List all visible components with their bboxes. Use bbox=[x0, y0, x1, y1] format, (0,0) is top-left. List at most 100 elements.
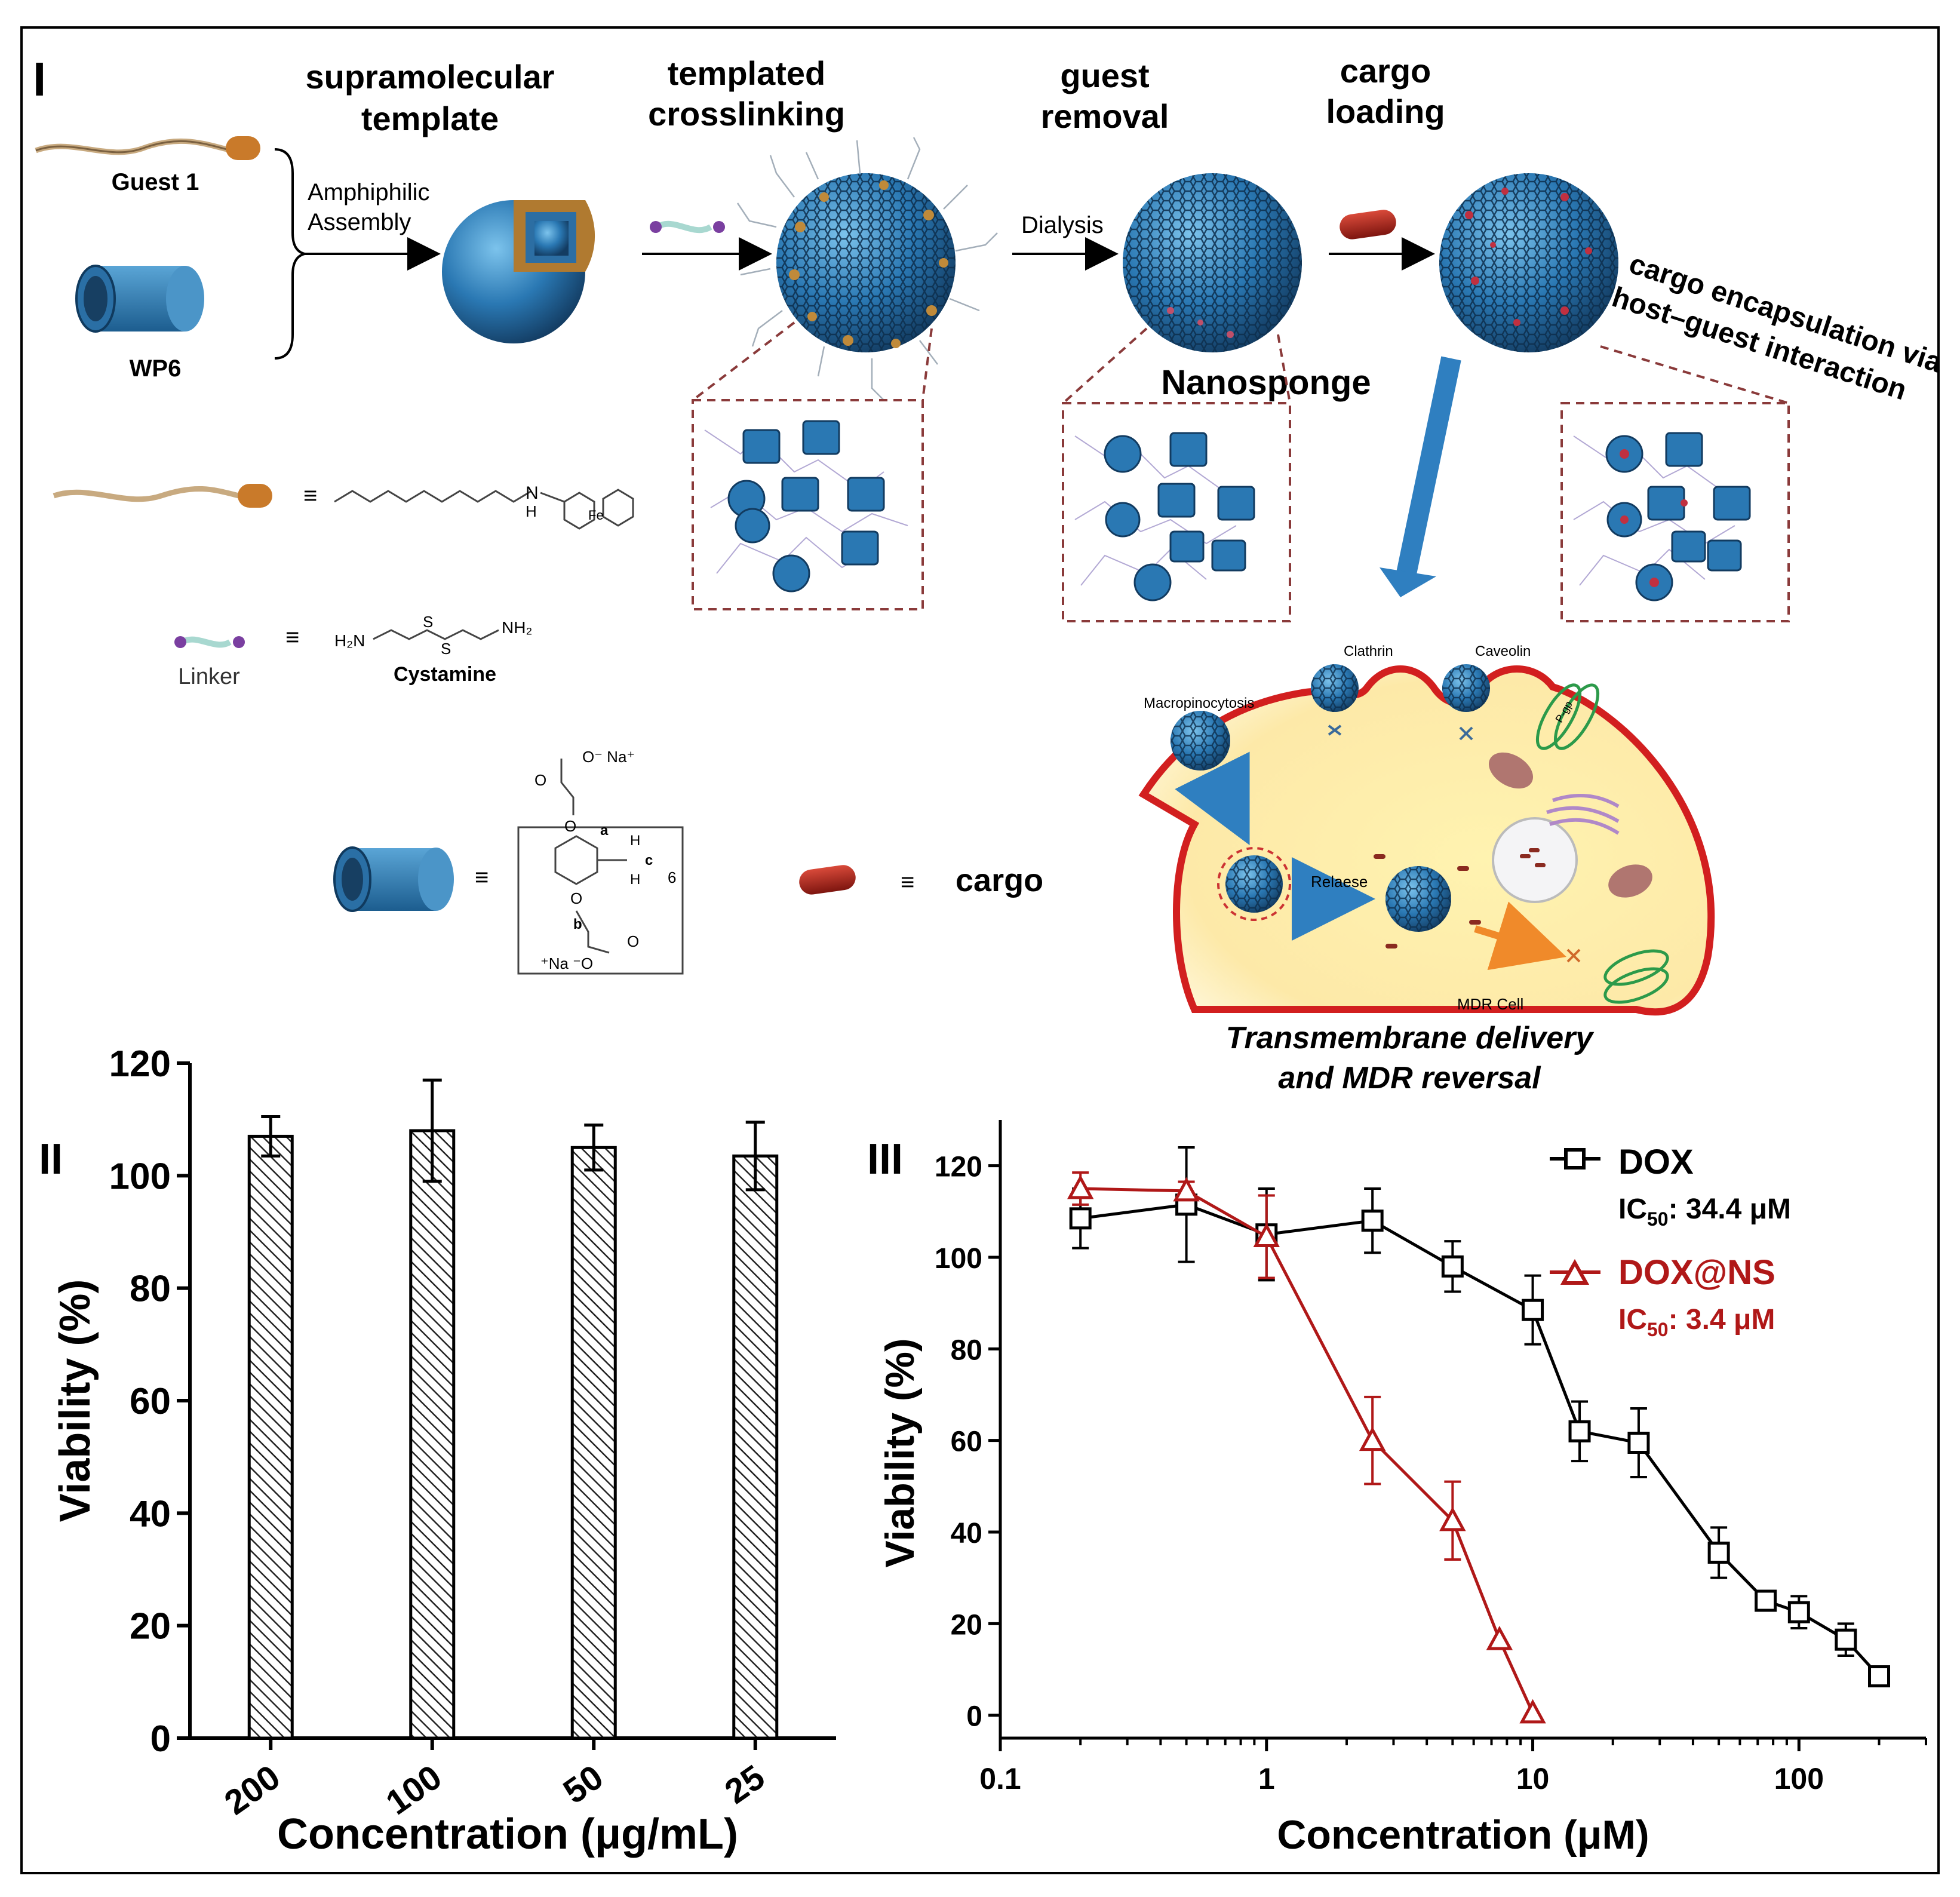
wp6-a-label: a bbox=[600, 822, 609, 839]
zoom-network-3 bbox=[1573, 432, 1751, 601]
heading-guest: guest bbox=[1060, 57, 1149, 94]
guest-n-label: N bbox=[526, 483, 539, 503]
line-y-tick-label: 120 bbox=[935, 1152, 982, 1183]
delivery-arrow-head bbox=[1380, 567, 1436, 597]
data-point-triangle bbox=[1173, 1177, 1200, 1202]
guest-h-label: H bbox=[526, 502, 537, 520]
cystamine-s2: S bbox=[441, 640, 451, 658]
data-point-triangle bbox=[1439, 1506, 1466, 1531]
legend-dox-name: DOX bbox=[1618, 1143, 1694, 1181]
line-chart-marks bbox=[1067, 1146, 1891, 1724]
line-x-tick-label: 100 bbox=[1774, 1762, 1824, 1795]
zoom-network-1 bbox=[704, 420, 908, 593]
wp6-subscript: 6 bbox=[668, 868, 676, 886]
bar-y-tick-label: 80 bbox=[130, 1269, 171, 1310]
crosslinked-sphere-icon bbox=[736, 137, 998, 401]
template-sphere-icon bbox=[442, 200, 595, 343]
bar bbox=[409, 1129, 456, 1740]
cystamine-h2n: H₂N bbox=[334, 631, 365, 650]
wp6-anion-bottom: ⁺Na ⁻O bbox=[540, 954, 593, 972]
heading-supramolecular: supramolecular bbox=[305, 58, 554, 96]
wp6-o-3: O bbox=[570, 889, 582, 907]
line-y-tick-label: 20 bbox=[951, 1609, 982, 1641]
bar-y-tick-label: 40 bbox=[130, 1493, 171, 1534]
data-point-square bbox=[1568, 1420, 1591, 1442]
data-point-square bbox=[1361, 1210, 1384, 1232]
legend-dox-ic50: IC50: 34.4 μM bbox=[1618, 1193, 1791, 1230]
wp6-o-2: O bbox=[564, 817, 576, 835]
line-y-tick-label: 40 bbox=[951, 1518, 982, 1549]
data-point-square bbox=[1787, 1601, 1810, 1623]
wp6-c-label: c bbox=[645, 852, 653, 868]
wp6-h-1: H bbox=[630, 833, 640, 849]
release-label: Relaese bbox=[1311, 873, 1368, 891]
linker-label: Linker bbox=[178, 664, 240, 689]
bar-x-tick-label: 50 bbox=[557, 1757, 610, 1811]
bar-y-tick-label: 60 bbox=[130, 1381, 171, 1422]
data-point-triangle bbox=[1067, 1174, 1094, 1199]
line-y-tick-label: 80 bbox=[951, 1334, 982, 1366]
cargo-legend-label: cargo bbox=[956, 862, 1043, 898]
nanosponge-sphere-icon bbox=[1123, 173, 1302, 352]
bar bbox=[247, 1134, 294, 1740]
data-point-square bbox=[1069, 1207, 1092, 1230]
dialysis-label: Dialysis bbox=[1021, 212, 1104, 238]
bar bbox=[570, 1146, 617, 1740]
bar-y-tick-label: 120 bbox=[109, 1043, 171, 1085]
heading-cargo: cargo bbox=[1340, 52, 1431, 90]
nanosponge-label: Nanosponge bbox=[1161, 363, 1371, 402]
cargo-capsule-icon bbox=[1340, 210, 1396, 240]
delivery-arrow bbox=[1396, 356, 1461, 576]
amphiphilic-label: Amphiphilic bbox=[308, 179, 430, 205]
data-point-square bbox=[1441, 1255, 1464, 1278]
line-y-tick-label: 60 bbox=[951, 1426, 982, 1458]
data-point-triangle bbox=[1253, 1223, 1280, 1247]
linker-equiv: ≡ bbox=[285, 624, 299, 650]
macropinocytosis-label: Macropinocytosis bbox=[1144, 695, 1254, 711]
heading-removal: removal bbox=[1041, 97, 1169, 135]
zoom-boxes bbox=[692, 321, 1790, 622]
zoom-network-2 bbox=[1074, 432, 1255, 601]
data-point-square bbox=[1755, 1589, 1777, 1612]
line-chart-legend: DOX IC50: 34.4 μM DOX@NS IC50: 3.4 μM bbox=[1550, 1143, 1791, 1340]
line-chart-x-label: Concentration (μM) bbox=[1277, 1812, 1649, 1858]
data-point-triangle bbox=[1519, 1699, 1546, 1724]
panel-label-I: I bbox=[33, 53, 46, 106]
wp6-equiv: ≡ bbox=[475, 864, 489, 891]
guest-fe-label: Fe bbox=[588, 508, 604, 523]
cell-caption-1: Transmembrane delivery bbox=[1226, 1021, 1595, 1055]
panel-label-II: II bbox=[39, 1135, 63, 1183]
cystamine-label: Cystamine bbox=[394, 663, 496, 686]
guest-1-icon bbox=[35, 136, 260, 160]
guest-1-structure: ≡ N H Fe bbox=[53, 483, 634, 530]
wp6-anion-top: O⁻ Na⁺ bbox=[582, 748, 635, 766]
bar-chart-marks bbox=[247, 1078, 779, 1740]
bar-x-tick-label: 25 bbox=[718, 1757, 772, 1811]
wp6-b-label: b bbox=[573, 916, 582, 932]
encapsulation-note: cargo encapsulation via host–guest inter… bbox=[1608, 248, 1946, 406]
caveolin-label: Caveolin bbox=[1475, 643, 1531, 659]
data-point-square bbox=[1707, 1542, 1730, 1564]
guest-equiv: ≡ bbox=[303, 483, 317, 509]
cargo-equiv: ≡ bbox=[901, 869, 914, 895]
series-line-doxns bbox=[1080, 1187, 1534, 1714]
linker-structure: Linker ≡ H₂N S S NH₂ Cystamine bbox=[174, 613, 532, 689]
bar-y-tick-label: 100 bbox=[109, 1156, 171, 1197]
line-y-tick-label: 0 bbox=[966, 1701, 982, 1733]
bar-y-tick-label: 0 bbox=[150, 1718, 171, 1760]
panel-label-III: III bbox=[867, 1135, 903, 1183]
bar-y-tick-label: 20 bbox=[130, 1606, 171, 1647]
line-chart-y-label: Viability (%) bbox=[877, 1338, 923, 1567]
mdr-cell-illustration: Clathrin Caveolin Macropinocytosis Relae… bbox=[1138, 643, 1715, 1016]
linker-arrow-group bbox=[642, 220, 772, 271]
pgp-pump-icon-2 bbox=[1603, 949, 1669, 1004]
wp6-h-2: H bbox=[630, 871, 640, 888]
heading-template: template bbox=[361, 100, 499, 137]
legend-dox-marker bbox=[1564, 1148, 1586, 1169]
cystamine-s1: S bbox=[423, 613, 433, 631]
legend-doxns-marker bbox=[1560, 1258, 1590, 1285]
